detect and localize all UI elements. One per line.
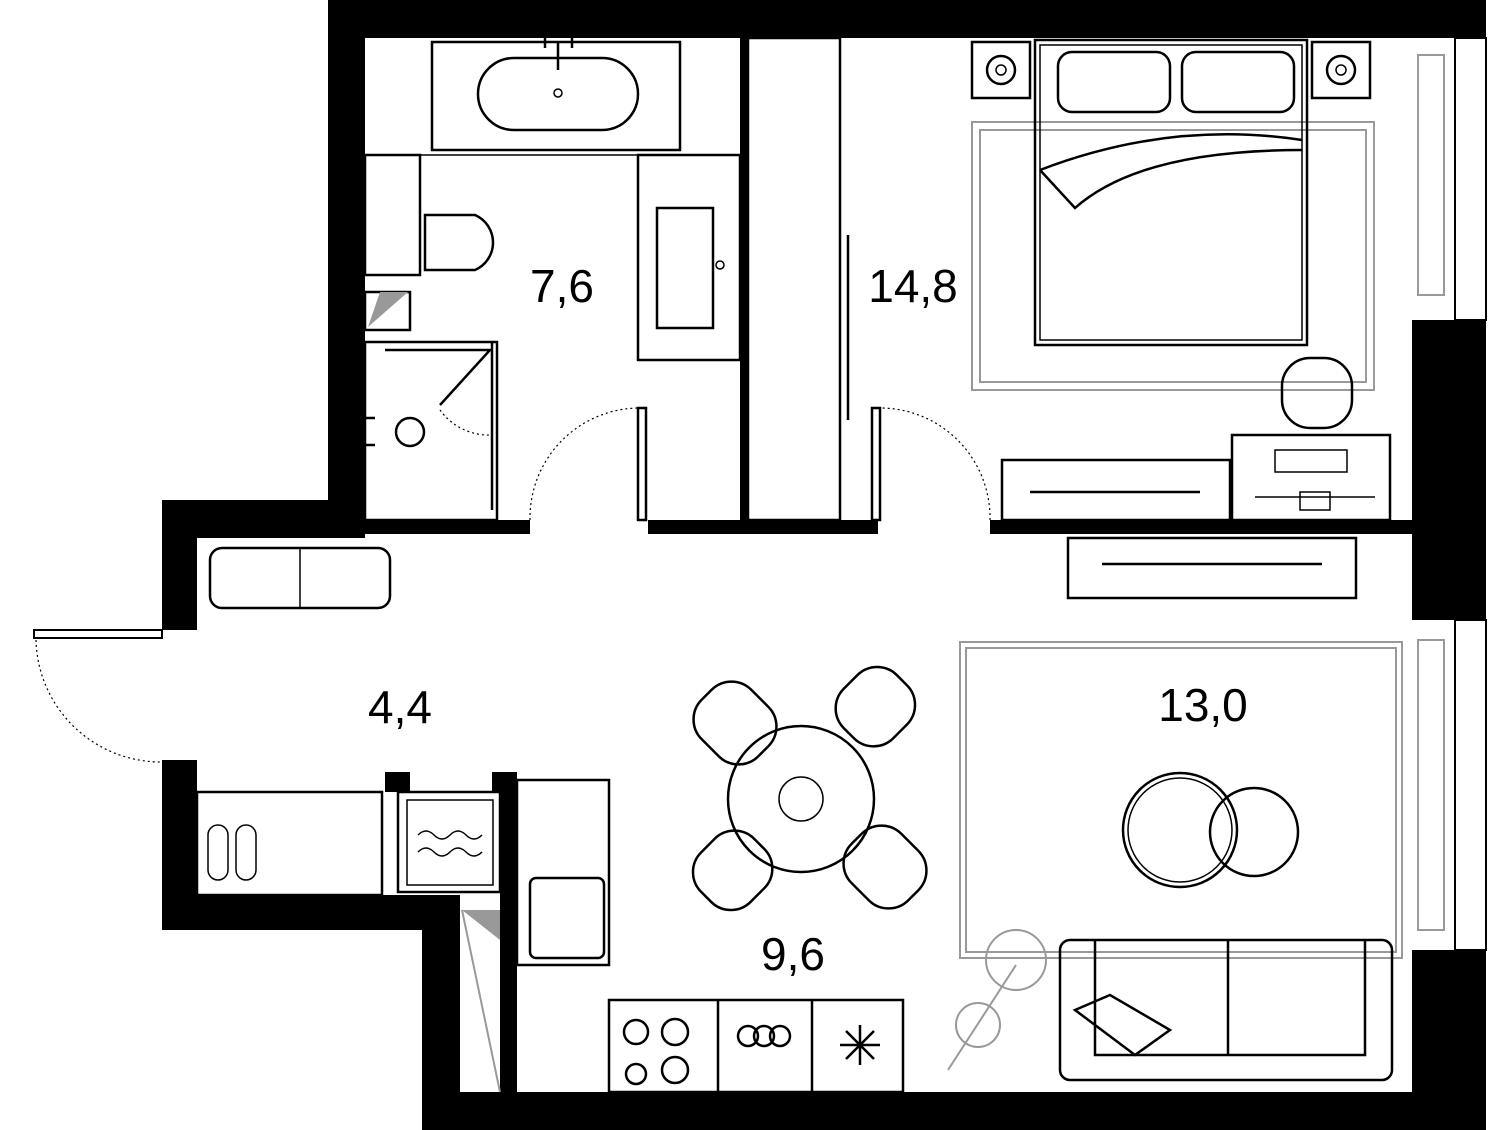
hallway-furniture xyxy=(195,546,502,897)
kitchen-furniture xyxy=(461,665,928,1094)
windows xyxy=(33,37,1487,951)
walls xyxy=(162,0,1486,1130)
wardrobe xyxy=(746,36,850,522)
living-furniture xyxy=(947,641,1403,1082)
bedroom-furniture xyxy=(970,38,1392,600)
bedroom-area-label: 14,8 xyxy=(868,260,958,312)
bathroom-area-label: 7,6 xyxy=(530,260,594,312)
hallway-area-label: 4,4 xyxy=(368,681,432,733)
kitchen-area-label: 9,6 xyxy=(761,928,825,980)
bathroom-fixtures xyxy=(363,38,742,522)
doors xyxy=(35,342,991,763)
living-room-area-label: 13,0 xyxy=(1158,679,1248,731)
